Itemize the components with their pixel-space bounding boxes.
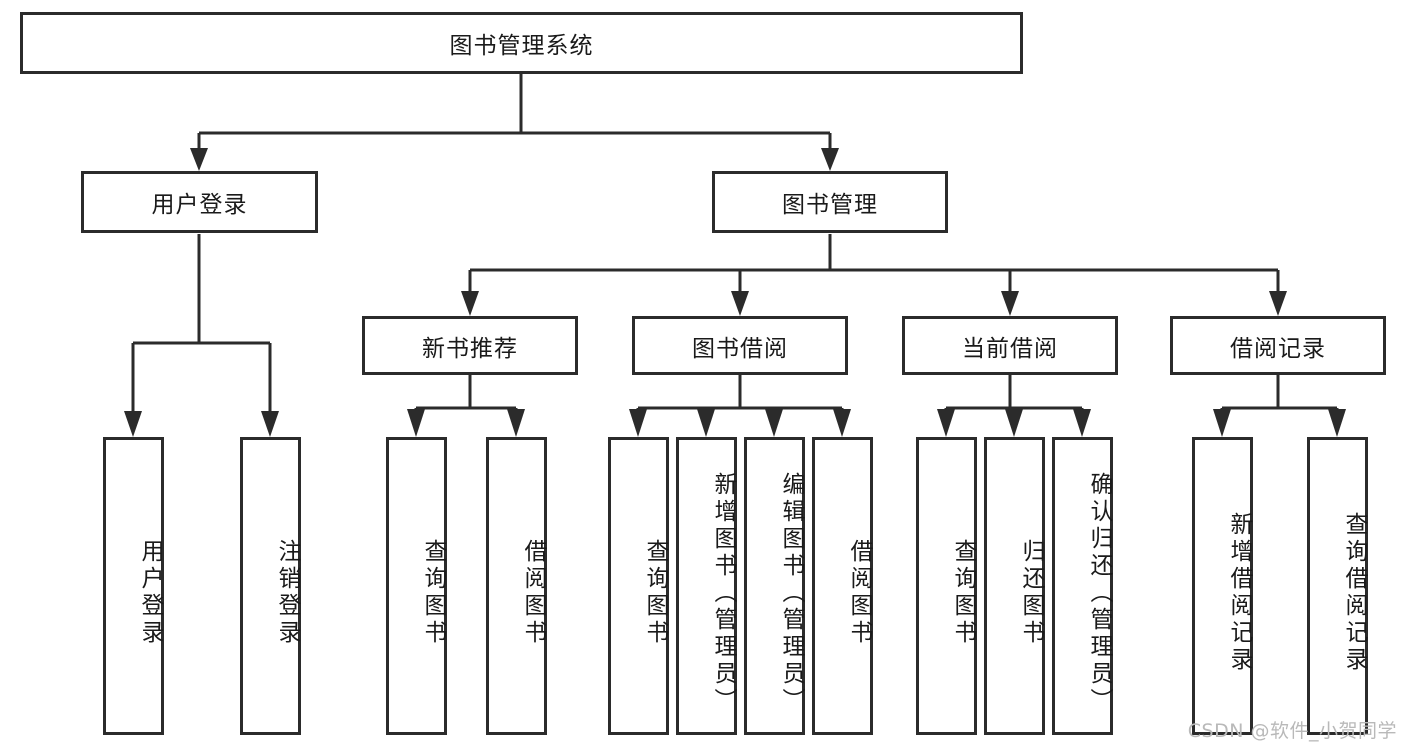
node-new-book-recommend[interactable]: 新书推荐 bbox=[362, 316, 578, 375]
node-leaf-borrow-book-1-label: 借阅图书 bbox=[520, 539, 546, 647]
arrow-leaf-borrow-book-2 bbox=[833, 409, 851, 437]
node-new-book-recommend-label: 新书推荐 bbox=[422, 335, 518, 362]
node-book-borrow[interactable]: 图书借阅 bbox=[632, 316, 848, 375]
node-leaf-query-book-1-label: 查询图书 bbox=[420, 539, 446, 647]
arrow-leaf-query-book-1 bbox=[407, 409, 425, 437]
node-user-login[interactable]: 用户登录 bbox=[81, 171, 318, 233]
node-leaf-edit-book-label: 编辑图书（管理员） bbox=[778, 471, 804, 715]
node-leaf-confirm-return[interactable]: 确认归还（管理员） bbox=[1052, 437, 1113, 735]
arrow-book-borrow bbox=[731, 291, 749, 316]
node-book-management[interactable]: 图书管理 bbox=[712, 171, 948, 233]
node-leaf-query-book-1[interactable]: 查询图书 bbox=[386, 437, 447, 735]
node-user-login-label: 用户登录 bbox=[151, 192, 248, 218]
arrow-leaf-query-book-3 bbox=[937, 409, 955, 437]
arrow-new-book-recommend bbox=[461, 291, 479, 316]
arrow-leaf-user-logout bbox=[261, 411, 279, 437]
node-book-management-label: 图书管理 bbox=[782, 192, 878, 218]
node-root-label: 图书管理系统 bbox=[449, 33, 594, 59]
arrow-bookmgmt bbox=[821, 148, 839, 171]
arrow-userlogin bbox=[190, 148, 208, 171]
arrow-leaf-edit-book bbox=[765, 409, 783, 437]
node-leaf-query-record-label: 查询借阅记录 bbox=[1341, 512, 1367, 674]
node-leaf-add-record[interactable]: 新增借阅记录 bbox=[1192, 437, 1253, 735]
node-leaf-user-logout[interactable]: 注销登录 bbox=[240, 437, 301, 735]
node-leaf-user-login-label: 用户登录 bbox=[137, 539, 163, 647]
arrow-leaf-query-book-2 bbox=[629, 409, 647, 437]
arrow-leaf-user-login bbox=[124, 411, 142, 437]
node-leaf-return-book[interactable]: 归还图书 bbox=[984, 437, 1045, 735]
node-root[interactable]: 图书管理系统 bbox=[20, 12, 1023, 74]
node-book-borrow-label: 图书借阅 bbox=[692, 335, 788, 362]
arrow-leaf-query-record bbox=[1328, 409, 1346, 437]
node-leaf-borrow-book-1[interactable]: 借阅图书 bbox=[486, 437, 547, 735]
node-leaf-query-book-3-label: 查询图书 bbox=[950, 539, 976, 647]
arrow-current-borrow bbox=[1001, 291, 1019, 316]
node-leaf-query-record[interactable]: 查询借阅记录 bbox=[1307, 437, 1368, 735]
node-leaf-add-record-label: 新增借阅记录 bbox=[1226, 512, 1252, 674]
arrow-leaf-confirm-return bbox=[1073, 409, 1091, 437]
node-borrow-record[interactable]: 借阅记录 bbox=[1170, 316, 1386, 375]
node-leaf-user-login[interactable]: 用户登录 bbox=[103, 437, 164, 735]
node-leaf-add-book[interactable]: 新增图书（管理员） bbox=[676, 437, 737, 735]
arrow-leaf-return-book bbox=[1005, 409, 1023, 437]
node-leaf-edit-book[interactable]: 编辑图书（管理员） bbox=[744, 437, 805, 735]
node-leaf-query-book-2-label: 查询图书 bbox=[642, 539, 668, 647]
node-current-borrow-label: 当前借阅 bbox=[962, 335, 1058, 362]
node-leaf-user-logout-label: 注销登录 bbox=[274, 539, 300, 647]
arrow-leaf-borrow-book-1 bbox=[507, 409, 525, 437]
node-leaf-confirm-return-label: 确认归还（管理员） bbox=[1086, 471, 1112, 715]
watermark-text: CSDN @软件_小贺同学 bbox=[1187, 720, 1397, 742]
node-leaf-return-book-label: 归还图书 bbox=[1018, 539, 1044, 647]
node-current-borrow[interactable]: 当前借阅 bbox=[902, 316, 1118, 375]
arrow-borrow-record bbox=[1269, 291, 1287, 316]
node-leaf-query-book-3[interactable]: 查询图书 bbox=[916, 437, 977, 735]
node-leaf-add-book-label: 新增图书（管理员） bbox=[710, 471, 736, 715]
node-leaf-query-book-2[interactable]: 查询图书 bbox=[608, 437, 669, 735]
node-borrow-record-label: 借阅记录 bbox=[1230, 335, 1326, 362]
arrow-leaf-add-record bbox=[1213, 409, 1231, 437]
node-leaf-borrow-book-2-label: 借阅图书 bbox=[846, 539, 872, 647]
node-leaf-borrow-book-2[interactable]: 借阅图书 bbox=[812, 437, 873, 735]
arrow-leaf-add-book bbox=[697, 409, 715, 437]
